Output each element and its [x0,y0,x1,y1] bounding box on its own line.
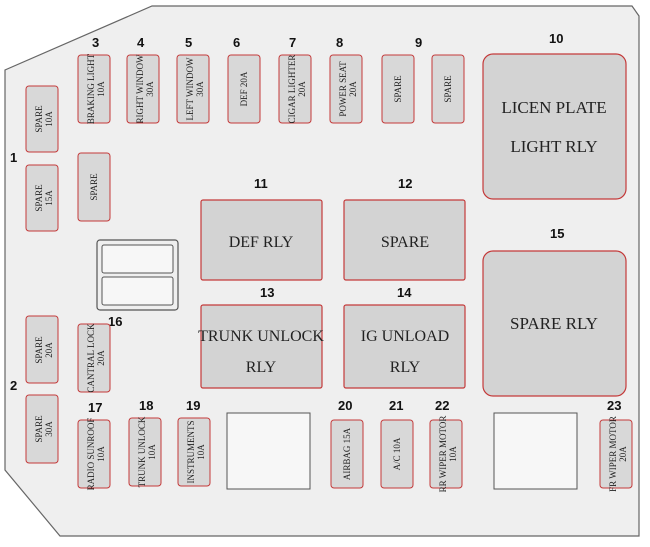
label-2: 2 [10,378,17,393]
svg-text:BRAKING LIGHT10A: BRAKING LIGHT10A [86,53,106,124]
relay-spare: SPARE [343,199,466,281]
svg-text:RLY: RLY [390,359,421,376]
svg-text:A/C 10A: A/C 10A [392,437,402,470]
label-6: 6 [233,35,240,50]
label-18: 18 [139,398,153,413]
svg-text:INSTRUMENTS10A: INSTRUMENTS10A [186,420,206,483]
label-14: 14 [397,285,412,300]
svg-text:POWER SEAT20A: POWER SEAT20A [338,61,358,117]
svg-text:SPARE10A: SPARE10A [34,105,54,133]
label-22: 22 [435,398,449,413]
svg-text:SPARE: SPARE [89,173,99,201]
svg-text:SPARE15A: SPARE15A [34,184,54,212]
svg-text:SPARE: SPARE [381,234,429,251]
fuse-left-window: LEFT WINDOW30A [176,54,210,124]
svg-text:SPARE: SPARE [443,75,453,103]
svg-text:RR WIPER MOTOR10A: RR WIPER MOTOR10A [438,416,458,493]
fuse-instruments: INSTRUMENTS10A [177,417,211,487]
empty-slot-left [226,412,311,490]
svg-text:IG UNLOAD: IG UNLOAD [361,328,449,345]
fuse-spare-9a: SPARE [381,54,415,124]
label-12: 12 [398,176,412,191]
fuse-spare-15a: SPARE15A [25,164,59,232]
fuse-power-seat: POWER SEAT20A [329,54,363,124]
fuse-rr-wiper-motor: RR WIPER MOTOR10A [429,416,463,493]
svg-text:AIRBAG 15A: AIRBAG 15A [342,427,352,480]
label-9: 9 [415,35,422,50]
label-11: 11 [254,176,268,191]
empty-socket-pair [96,239,179,311]
svg-text:DEF 20A: DEF 20A [239,71,249,106]
svg-text:FR WIPER MOTOR20A: FR WIPER MOTOR20A [608,416,628,492]
label-3: 3 [92,35,99,50]
svg-text:RIGHT WINDOW30A: RIGHT WINDOW30A [135,54,155,123]
label-20: 20 [338,398,352,413]
fuse-central-lock: CANTRAL LOCK20A [77,323,111,393]
label-13: 13 [260,285,274,300]
relay-ig-unload: IG UNLOAD RLY [343,304,466,389]
label-19: 19 [186,398,200,413]
relay-trunk-unlock: TRUNK UNLOCK RLY [198,304,324,389]
label-7: 7 [289,35,296,50]
fuse-airbag: AIRBAG 15A [330,419,364,489]
svg-text:SPARE RLY: SPARE RLY [510,314,598,333]
relay-licen-plate-light: LICEN PLATE LIGHT RLY [482,53,627,200]
label-23: 23 [607,398,621,413]
fuse-braking-light: BRAKING LIGHT10A [77,53,111,124]
svg-text:TRUNK UNLOCK10A: TRUNK UNLOCK10A [137,416,157,487]
label-4: 4 [137,35,145,50]
empty-slot-right [493,412,578,490]
fuse-spare-20a: SPARE20A [25,315,59,384]
fuse-spare: SPARE [77,152,111,222]
label-1: 1 [10,150,17,165]
label-8: 8 [336,35,343,50]
fuse-spare-30a: SPARE30A [25,394,59,464]
svg-text:DEF RLY: DEF RLY [229,234,294,251]
fuse-right-window: RIGHT WINDOW30A [126,54,160,124]
relay-spare-rly: SPARE RLY [482,250,627,397]
svg-text:TRUNK UNLOCK: TRUNK UNLOCK [198,328,324,345]
label-15: 15 [550,226,564,241]
fuse-fr-wiper-motor: FR WIPER MOTOR20A [599,416,633,492]
label-17: 17 [88,400,102,415]
svg-text:RADIO SUNROOF10A: RADIO SUNROOF10A [86,418,106,491]
svg-text:SPARE20A: SPARE20A [34,336,54,364]
fuse-ac: A/C 10A [380,419,414,489]
fuse-cigar-lighter: CIGAR LIGHTER20A [278,54,312,124]
svg-text:LIGHT RLY: LIGHT RLY [510,137,597,156]
label-5: 5 [185,35,192,50]
fuse-spare-9b: SPARE [431,54,465,124]
label-21: 21 [389,398,403,413]
fuse-radio-sunroof: RADIO SUNROOF10A [77,418,111,491]
svg-text:LICEN PLATE: LICEN PLATE [501,98,606,117]
svg-text:SPARE30A: SPARE30A [34,415,54,443]
relay-def: DEF RLY [200,199,323,281]
svg-text:LEFT WINDOW30A: LEFT WINDOW30A [185,57,205,120]
label-16: 16 [108,314,122,329]
svg-text:RLY: RLY [246,359,277,376]
svg-text:SPARE: SPARE [393,75,403,103]
svg-text:CANTRAL LOCK20A: CANTRAL LOCK20A [86,323,106,392]
fuse-def: DEF 20A [227,54,261,124]
fuse-spare-10a: SPARE10A [25,85,59,153]
svg-text:CIGAR LIGHTER20A: CIGAR LIGHTER20A [287,55,307,124]
label-10: 10 [549,31,563,46]
fuse-trunk-unlock: TRUNK UNLOCK10A [128,416,162,487]
